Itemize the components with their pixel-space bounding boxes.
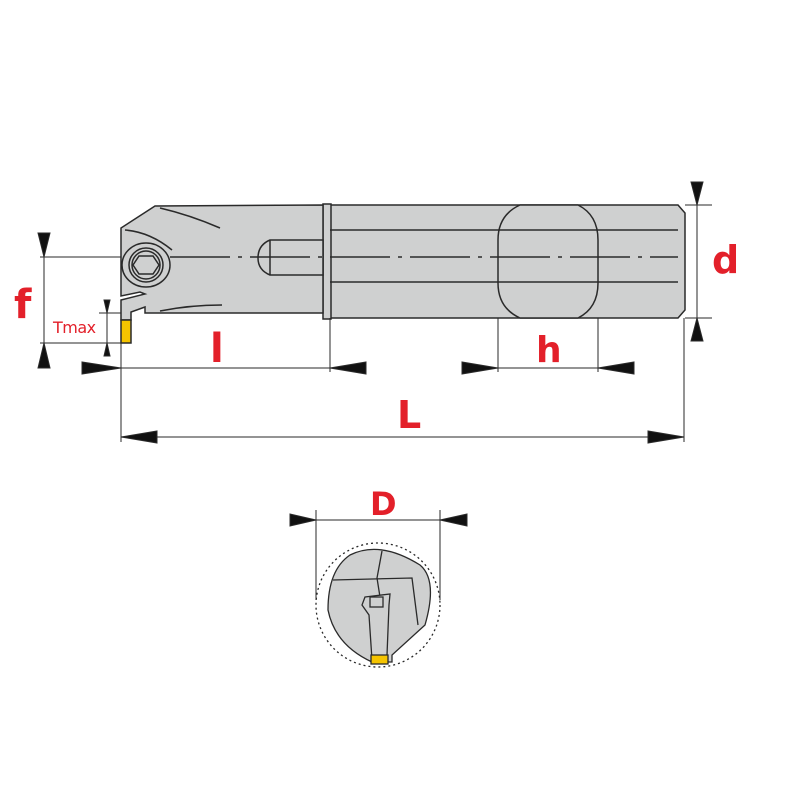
coupling-band: [322, 203, 332, 320]
label-f: f: [14, 282, 32, 328]
tool-side-view: [120, 203, 686, 344]
insert: [120, 319, 132, 344]
label-D: D: [370, 485, 397, 523]
end-view-insert: [370, 654, 389, 665]
label-tmax: Tmax: [52, 318, 96, 337]
end-view: [315, 542, 441, 668]
label-l: l: [210, 326, 224, 372]
label-h: h: [536, 330, 562, 371]
label-d: d: [712, 238, 739, 282]
hex-screw-icon: [121, 242, 171, 288]
label-L: L: [397, 393, 421, 437]
clamping-flat: [497, 204, 599, 319]
dimension-lines: [37, 181, 712, 600]
